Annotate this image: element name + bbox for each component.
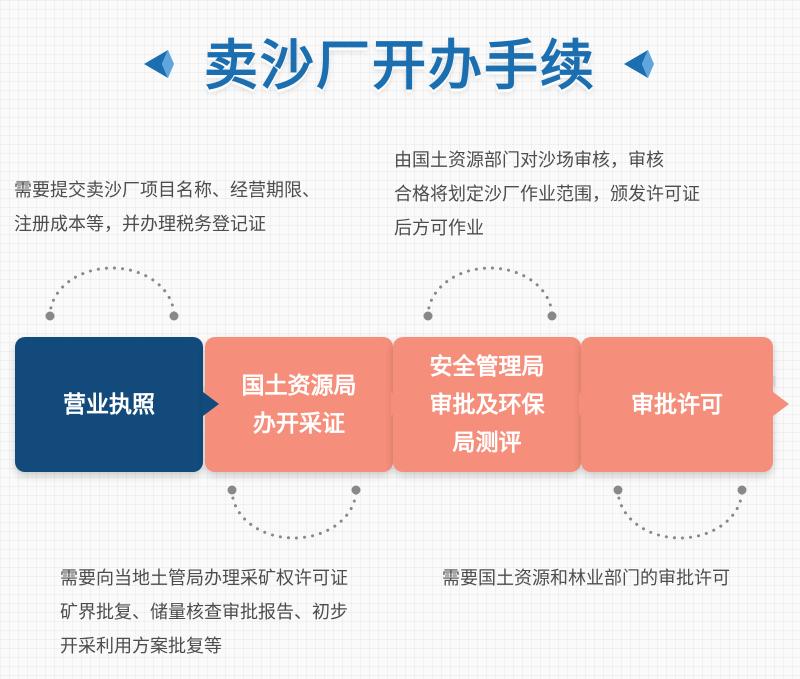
step-box-safety-review: 安全管理局 审批及环保 局测评 (393, 337, 581, 472)
dotted-arc (423, 266, 557, 321)
left-triangle-icon (624, 50, 654, 78)
arrow-connector (203, 392, 219, 416)
left-triangle-icon (144, 50, 174, 78)
step-label: 国土资源局 办开采证 (241, 372, 357, 437)
step3-note: 由国土资源部门对沙场审核，审核 合格将划定沙厂作业范围，颁发许可证 后方可作业 (394, 150, 700, 239)
step1-note: 需要提交卖沙厂项目名称、经营期限、 注册成本等，并办理税务登记证 (14, 180, 320, 235)
step-box-mining-permit: 国土资源局 办开采证 (205, 337, 393, 472)
step-box-approval: 审批许可 (581, 337, 773, 472)
step2-note: 需要向当地土管局办理采矿权许可证 矿界批复、储量核查审批报告、初步 开采利用方案… (60, 568, 348, 657)
step-label: 安全管理局 审批及环保 局测评 (429, 353, 545, 456)
step-label: 营业执照 (63, 391, 155, 418)
dotted-arc (45, 266, 179, 321)
arrow-connector (773, 392, 789, 416)
step-label: 审批许可 (631, 391, 723, 418)
arrow-connector (391, 392, 407, 416)
dotted-arc (227, 485, 361, 540)
page-title: 卖沙厂开办手续 (204, 34, 596, 97)
dotted-arc (613, 485, 747, 540)
step-box-business-license: 营业执照 (15, 337, 203, 472)
arrow-connector (579, 392, 595, 416)
step4-note: 需要国土资源和林业部门的审批许可 (442, 568, 730, 589)
